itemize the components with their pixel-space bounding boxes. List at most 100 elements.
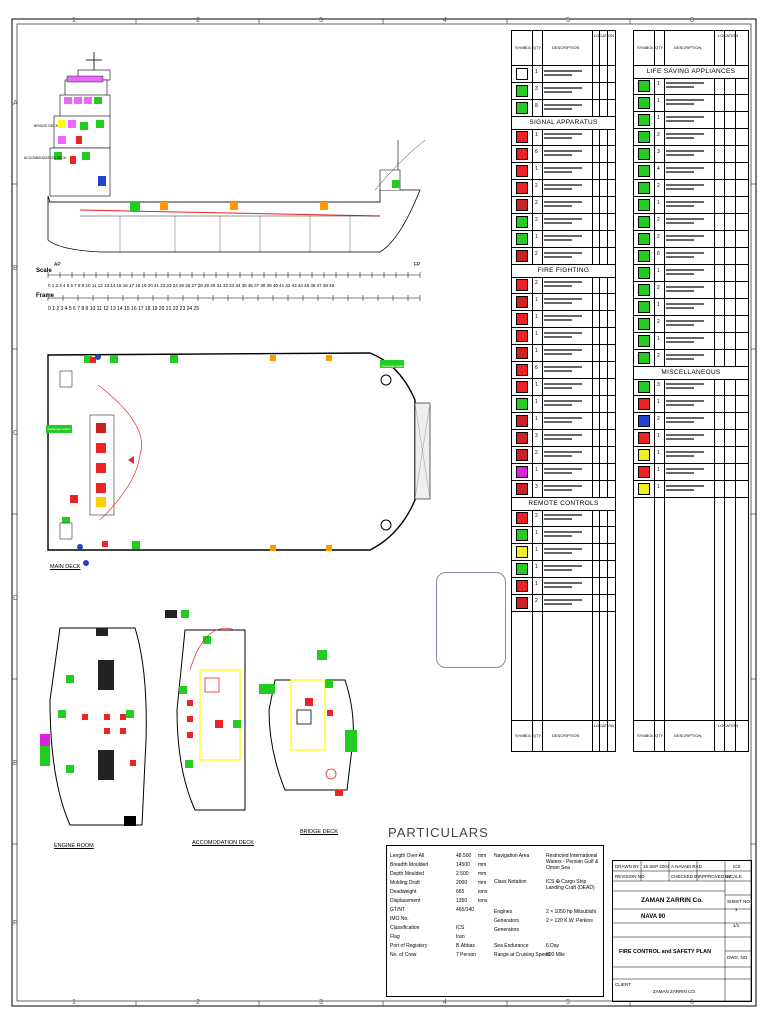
symbol-row: 2 <box>512 247 615 265</box>
column-number: 6 <box>690 999 694 1006</box>
footer-qty: QTY <box>655 733 664 738</box>
safety-symbol-icon <box>516 279 528 291</box>
description-text <box>666 351 716 360</box>
description-text <box>666 334 716 343</box>
ship-profile-drawing: 0 1 2 3 4 5 6 7 8 9 10 11 12 13 14 15 16… <box>47 52 426 312</box>
symbol-row: 2 <box>634 315 748 333</box>
quantity: 1 <box>535 564 538 570</box>
description-text <box>544 431 594 440</box>
frame-label: Frame <box>36 293 55 299</box>
symbol-row: 1 <box>512 310 615 328</box>
symbol-row: 2 <box>634 213 748 231</box>
quantity: 2 <box>657 234 660 240</box>
row-letter: C <box>13 430 19 437</box>
safety-symbol-icon <box>638 148 650 160</box>
particular-key: Molding Draft <box>390 880 420 886</box>
particular-value: 7 Person <box>456 952 477 958</box>
particular-value: 800 Mile <box>546 952 565 958</box>
symbol-row: 2 <box>512 509 615 527</box>
symbol-row: 1 <box>512 378 615 396</box>
quantity: 1 <box>535 314 538 320</box>
footer-location: LOCATION <box>594 723 615 728</box>
column-number: 5 <box>566 17 570 24</box>
quantity: 1 <box>535 530 538 536</box>
particular-unit: mm <box>478 880 487 886</box>
quantity: 3 <box>535 484 538 490</box>
ap-label: AP <box>54 262 61 268</box>
safety-symbol-icon <box>516 381 528 393</box>
description-text <box>544 579 594 588</box>
column-number: 3 <box>319 999 323 1006</box>
safety-symbol-icon <box>638 131 650 143</box>
quantity: 6 <box>535 149 538 155</box>
symbol-row: 2 <box>634 412 748 430</box>
symbol-row: 1 <box>512 412 615 430</box>
description-text <box>666 215 716 224</box>
description-text <box>544 130 594 139</box>
quantity: 1 <box>657 467 660 473</box>
main-deck-plan <box>46 352 431 566</box>
quantity: 1 <box>535 382 538 388</box>
column-number: 4 <box>443 17 447 24</box>
header-qty: QTY <box>655 45 664 50</box>
particular-key: Port of Registery <box>390 943 428 949</box>
column-number: 6 <box>690 17 694 24</box>
symbol-row: 6 <box>512 361 615 379</box>
symbol-row: 2 <box>512 179 615 197</box>
symbol-row: 1 <box>512 577 615 595</box>
quantity: 8 <box>535 103 538 109</box>
particular-value: 2.500 <box>456 871 469 877</box>
quantity: 1 <box>657 81 660 87</box>
safety-symbol-icon <box>516 364 528 376</box>
particular-value: Restricted International Waters - Persia… <box>546 853 599 871</box>
description-text <box>544 67 594 76</box>
header-qty: QTY <box>533 45 542 50</box>
description-text <box>544 448 594 457</box>
quantity: 2 <box>657 217 660 223</box>
header-location: LOCATION <box>718 33 739 38</box>
description-text <box>544 414 594 423</box>
safety-symbol-icon <box>638 318 650 330</box>
particular-unit: mm <box>478 862 487 868</box>
safety-symbol-icon <box>516 330 528 342</box>
symbol-row: 2 <box>634 281 748 299</box>
quantity: 1 <box>657 268 660 274</box>
quantity: 2 <box>657 132 660 138</box>
row-letter: E <box>13 760 18 767</box>
description-text <box>544 346 594 355</box>
particular-value: ICS <box>456 925 465 931</box>
quantity: 1 <box>657 450 660 456</box>
symbol-row: 1 <box>634 94 748 112</box>
particular-key: Range at Cruising Speed <box>494 952 550 958</box>
safety-symbol-icon <box>638 199 650 211</box>
column-number: 5 <box>566 999 570 1006</box>
bridge-deck-plan <box>259 650 357 796</box>
main-deck-title: MAIN DECK <box>50 564 81 570</box>
engine-room-title: ENGINE ROOM <box>54 843 94 849</box>
footer-location: LOCATION <box>718 723 739 728</box>
checked-by-label: CHECKED BY <box>671 874 701 879</box>
particular-key: Displacement <box>390 898 421 904</box>
particulars-title: PARTICULARS <box>388 825 489 840</box>
quantity: 1 <box>657 399 660 405</box>
symbol-row: 8 <box>512 99 615 117</box>
column-number: 3 <box>319 17 323 24</box>
quantity: 2 <box>657 319 660 325</box>
particular-value: 2000 <box>456 880 468 886</box>
description-text <box>544 528 594 537</box>
symbol-row: 2 <box>634 349 748 367</box>
safety-symbol-icon <box>516 131 528 143</box>
description-text <box>666 482 716 491</box>
symbol-row: 1 <box>634 480 748 498</box>
description-text <box>544 482 594 491</box>
symbol-row: 3 <box>512 82 615 100</box>
description-text <box>544 295 594 304</box>
safety-symbol-icon <box>638 250 650 262</box>
description-text <box>544 596 594 605</box>
quantity: 1 <box>535 69 538 75</box>
symbol-row: 1 <box>512 65 615 83</box>
quantity: 1 <box>535 399 538 405</box>
symbol-row: 6 <box>634 247 748 265</box>
